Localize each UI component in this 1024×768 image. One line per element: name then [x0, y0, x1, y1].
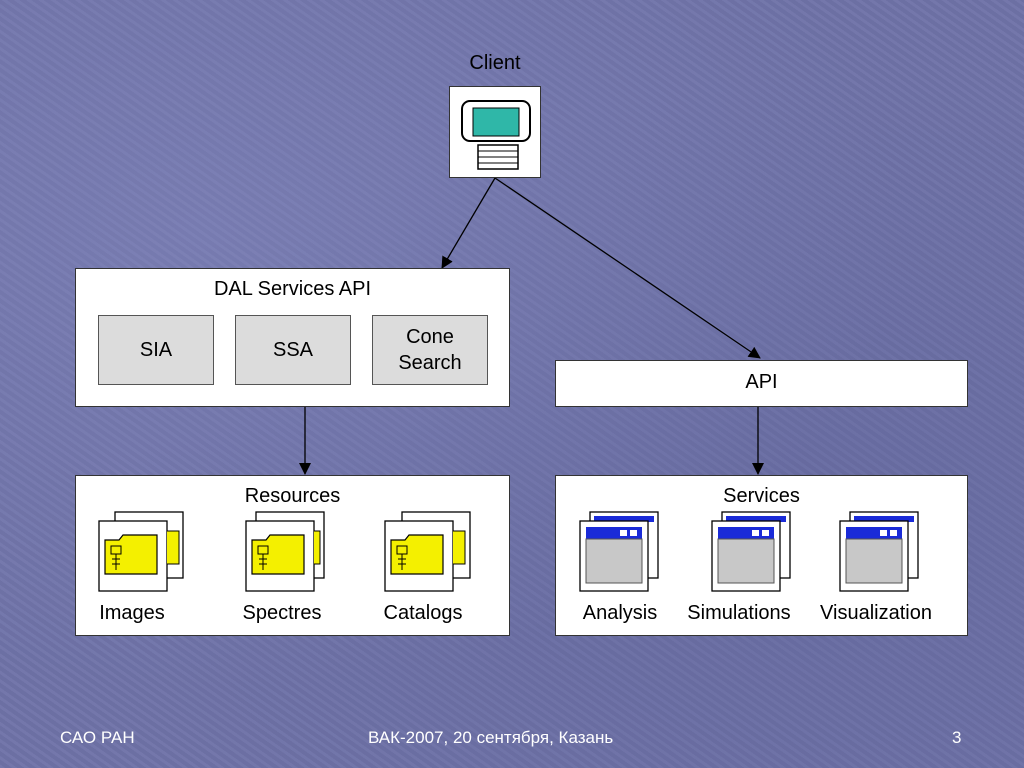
catalogs-label: Catalogs — [383, 602, 463, 624]
slide-number: 3 — [952, 728, 962, 747]
footer-organization: САО РАН — [60, 728, 135, 747]
api-label: API — [745, 371, 778, 393]
ssa-box: SSA — [235, 315, 351, 385]
service-windows — [579, 511, 919, 592]
visualization-label: Visualization — [820, 602, 932, 624]
resources-panel: Resources — [75, 475, 510, 636]
images-folder-icon — [98, 511, 184, 592]
catalogs-folder-icon — [384, 511, 471, 592]
resources-title: Resources — [244, 485, 341, 507]
footer-event: ВАК-2007, 20 сентября, Казань — [368, 728, 614, 747]
arrow-client-to-dal — [441, 177, 496, 269]
dal-services-panel: DAL Services API SIA SSA Cone Search — [75, 268, 510, 407]
client-computer — [449, 86, 541, 178]
resource-folders — [98, 511, 471, 592]
cone-search-box: Cone Search — [372, 315, 488, 385]
api-panel: API — [555, 360, 968, 407]
services-panel: Services Anal — [555, 475, 968, 636]
dal-services-title: DAL Services API — [213, 278, 372, 300]
analysis-label: Analysis — [582, 602, 658, 624]
images-label: Images — [99, 602, 165, 624]
spectres-label: Spectres — [242, 602, 322, 624]
visualization-window-icon — [839, 511, 919, 592]
analysis-window-icon — [579, 511, 659, 592]
simulations-window-icon — [711, 511, 791, 592]
sia-box: SIA — [98, 315, 214, 385]
simulations-label: Simulations — [687, 602, 791, 624]
services-title: Services — [723, 485, 800, 507]
computer-icon — [461, 100, 531, 170]
arrow-client-to-api — [494, 177, 761, 359]
spectres-folder-icon — [245, 511, 325, 592]
client-label: Client — [469, 52, 521, 74]
